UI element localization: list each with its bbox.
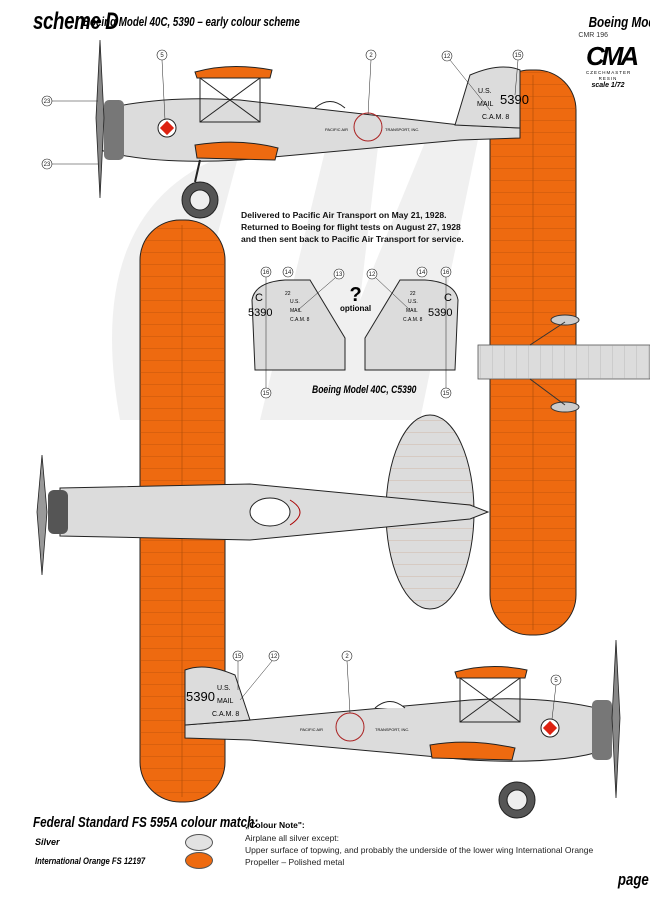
svg-text:23: 23 [44,162,51,168]
svg-text:12: 12 [271,654,278,660]
fuselage-top-view [36,414,490,610]
svg-text:13: 13 [336,272,343,278]
note-line: and then sent back to Pacific Air Transp… [241,234,464,244]
model-title: Boeing Model 40C [588,14,650,31]
colour-note-line: Propeller – Polished metal [245,857,345,867]
tail-detail-left: C 5390 22 U.S. MAIL C.A.M. 8 [248,279,346,371]
svg-text:TRANSPORT, INC.: TRANSPORT, INC. [375,727,409,732]
callout-2: 2 [365,49,377,116]
callout-12-right: 12 [366,268,411,311]
propeller-side [95,39,105,199]
callout-16-left: 16 [260,266,272,388]
callout-14-right: 14 [416,266,428,278]
svg-text:MAIL: MAIL [477,101,493,108]
svg-text:PACIFIC AIR: PACIFIC AIR [300,727,323,732]
swatch-label-silver: Silver [35,837,60,847]
svg-text:U.S.: U.S. [408,299,418,305]
svg-text:2: 2 [345,654,349,660]
svg-text:15: 15 [263,391,270,397]
svg-text:5390: 5390 [500,92,529,107]
callout-23-bottom: 23 [41,158,98,170]
scale-label: scale 1/72 [591,82,625,89]
callout-15-bottom: 15 [232,650,244,690]
svg-text:C.A.M. 8: C.A.M. 8 [403,317,423,323]
svg-text:TRANSPORT, INC.: TRANSPORT, INC. [385,127,419,132]
callout-16-right: 16 [440,266,452,388]
note-line: Returned to Boeing for flight tests on A… [241,222,461,232]
question-mark: ? [349,284,362,306]
side-view-bottom: U.S. MAIL C.A.M. 8 5390 PACIFIC AIR TRAN… [184,639,621,819]
callout-12: 12 [441,50,491,111]
callout-15: 15 [512,49,524,96]
swatch-orange [185,852,213,869]
svg-text:U.S.: U.S. [478,88,492,95]
callout-15-left: 15 [260,387,272,399]
svg-text:U.S.: U.S. [290,299,300,305]
svg-text:22: 22 [285,291,291,297]
catalog-number: CMR 196 [578,32,608,39]
svg-text:15: 15 [515,53,522,59]
svg-text:12: 12 [369,272,376,278]
scheme-subtitle: Boeing Model 40C, 5390 – early colour sc… [83,15,300,29]
callout-23-top: 23 [41,95,98,107]
swatch-silver [185,834,213,851]
svg-text:MAIL: MAIL [406,308,418,314]
colour-note-line: Upper surface of topwing, and probably t… [245,845,594,855]
svg-text:MAIL: MAIL [217,698,233,705]
optional-marker: ? optional [340,284,372,313]
svg-text:22: 22 [410,291,416,297]
cma-logo: CMA CZECHMASTER RESIN scale 1/72 [586,41,639,89]
scheme-title: scheme D [33,8,119,35]
upper-wing-top-view [477,69,650,636]
note-line: Delivered to Pacific Air Transport on Ma… [241,210,447,220]
tail-detail-right: C 5390 22 U.S. MAIL C.A.M. 8 [364,279,459,371]
history-note: Delivered to Pacific Air Transport on Ma… [241,209,464,245]
svg-text:14: 14 [285,270,292,276]
colour-match-title: Federal Standard FS 595A colour match: [33,814,259,831]
svg-text:5: 5 [160,53,164,59]
callout-12-bottom: 12 [239,650,280,701]
svg-text:C: C [255,292,263,304]
logo-sub2: RESIN [598,76,618,81]
optional-label: optional [340,304,372,313]
svg-text:U.S.: U.S. [217,685,231,692]
logo-mark: CMA [586,41,639,71]
swatch-label-orange: International Orange FS 12197 [35,856,146,866]
svg-text:C.A.M. 8: C.A.M. 8 [482,114,509,121]
callout-5: 5 [156,49,168,121]
callout-14-left: 14 [282,266,294,278]
svg-text:14: 14 [419,270,426,276]
svg-text:C.A.M. 8: C.A.M. 8 [212,711,239,718]
callout-13: 13 [297,268,345,311]
callouts: 5 2 12 15 23 23 16 14 13 15 12 14 16 15 … [41,49,562,720]
svg-text:5390: 5390 [186,689,215,704]
svg-text:C.A.M. 8: C.A.M. 8 [290,317,310,323]
colour-note-title: „Colour Note": [245,820,305,830]
tail-caption: Boeing Model 40C, C5390 [312,384,417,396]
svg-text:C: C [444,292,452,304]
side-view-top: U.S. MAIL C.A.M. 8 5390 PACIFIC AIR TRAN… [95,39,529,219]
colour-note-line: Airplane all silver except: [245,833,340,843]
svg-text:23: 23 [44,99,51,105]
svg-text:MAIL: MAIL [290,308,302,314]
svg-text:5: 5 [554,678,558,684]
svg-text:5390: 5390 [428,307,452,319]
callout-5-bottom: 5 [550,674,562,720]
propeller-top [36,454,48,576]
svg-text:16: 16 [263,270,270,276]
page-number: page 4 [617,870,650,889]
callout-15-right: 15 [440,387,452,399]
svg-text:15: 15 [235,654,242,660]
svg-text:5390: 5390 [248,307,272,319]
svg-text:12: 12 [444,54,451,60]
svg-text:PACIFIC AIR: PACIFIC AIR [325,127,348,132]
svg-text:2: 2 [369,53,373,59]
callout-2-bottom: 2 [341,650,353,714]
logo-sub1: CZECHMASTER [586,70,632,75]
svg-text:15: 15 [443,391,450,397]
svg-text:16: 16 [443,270,450,276]
